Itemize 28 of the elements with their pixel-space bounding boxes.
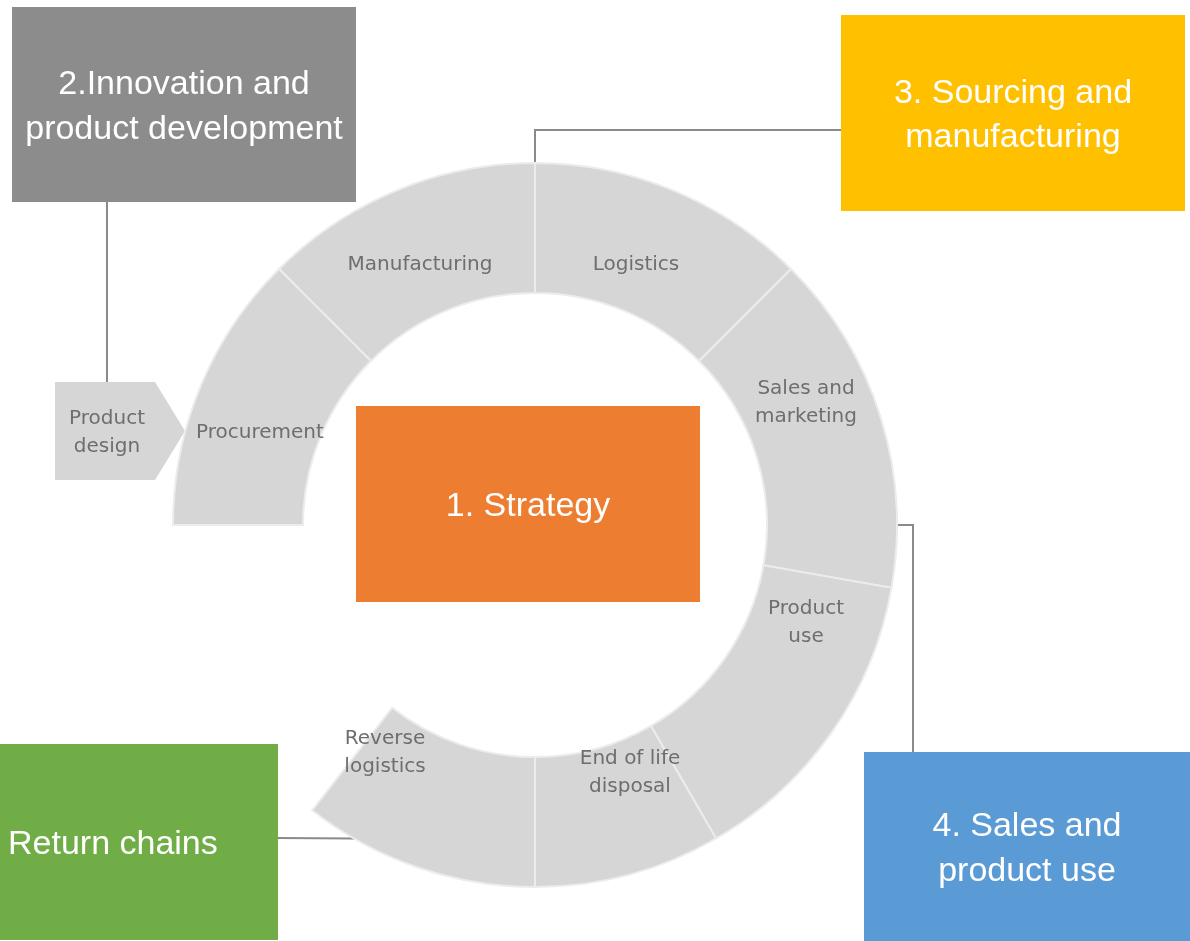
segment-label: Procurement <box>196 419 324 443</box>
category-box <box>841 15 1185 211</box>
segment-label: Sales and marketing <box>755 375 857 427</box>
leader-line <box>106 201 108 383</box>
ring-segment <box>698 268 898 589</box>
category-box <box>12 7 356 202</box>
chevron-shape <box>55 382 185 480</box>
segment-label: Manufacturing <box>347 251 493 275</box>
segment-label: Reverse logistics <box>344 725 426 777</box>
ring-segment <box>534 724 717 888</box>
category-box <box>864 752 1190 941</box>
box-title: 3. Sourcing and manufacturing <box>892 70 1134 156</box>
ring-segment <box>534 162 792 362</box>
leader-line <box>277 837 355 840</box>
box-title: 2.Innovation and product development <box>24 62 344 148</box>
segment-label: Product design <box>69 405 145 457</box>
category-box <box>0 744 278 940</box>
category-box <box>356 406 700 602</box>
segment-label: Logistics <box>592 251 680 275</box>
leader-line <box>534 129 842 164</box>
box-title: Return chains <box>8 821 218 863</box>
segment-label: Product use <box>768 595 844 647</box>
segment-label: End of life disposal <box>579 745 681 797</box>
box-title: 4. Sales and product use <box>931 804 1123 890</box>
ring-segment <box>311 706 536 888</box>
ring-segment <box>278 162 536 362</box>
box-title: 1. Strategy <box>445 483 611 525</box>
leader-line <box>896 524 914 753</box>
